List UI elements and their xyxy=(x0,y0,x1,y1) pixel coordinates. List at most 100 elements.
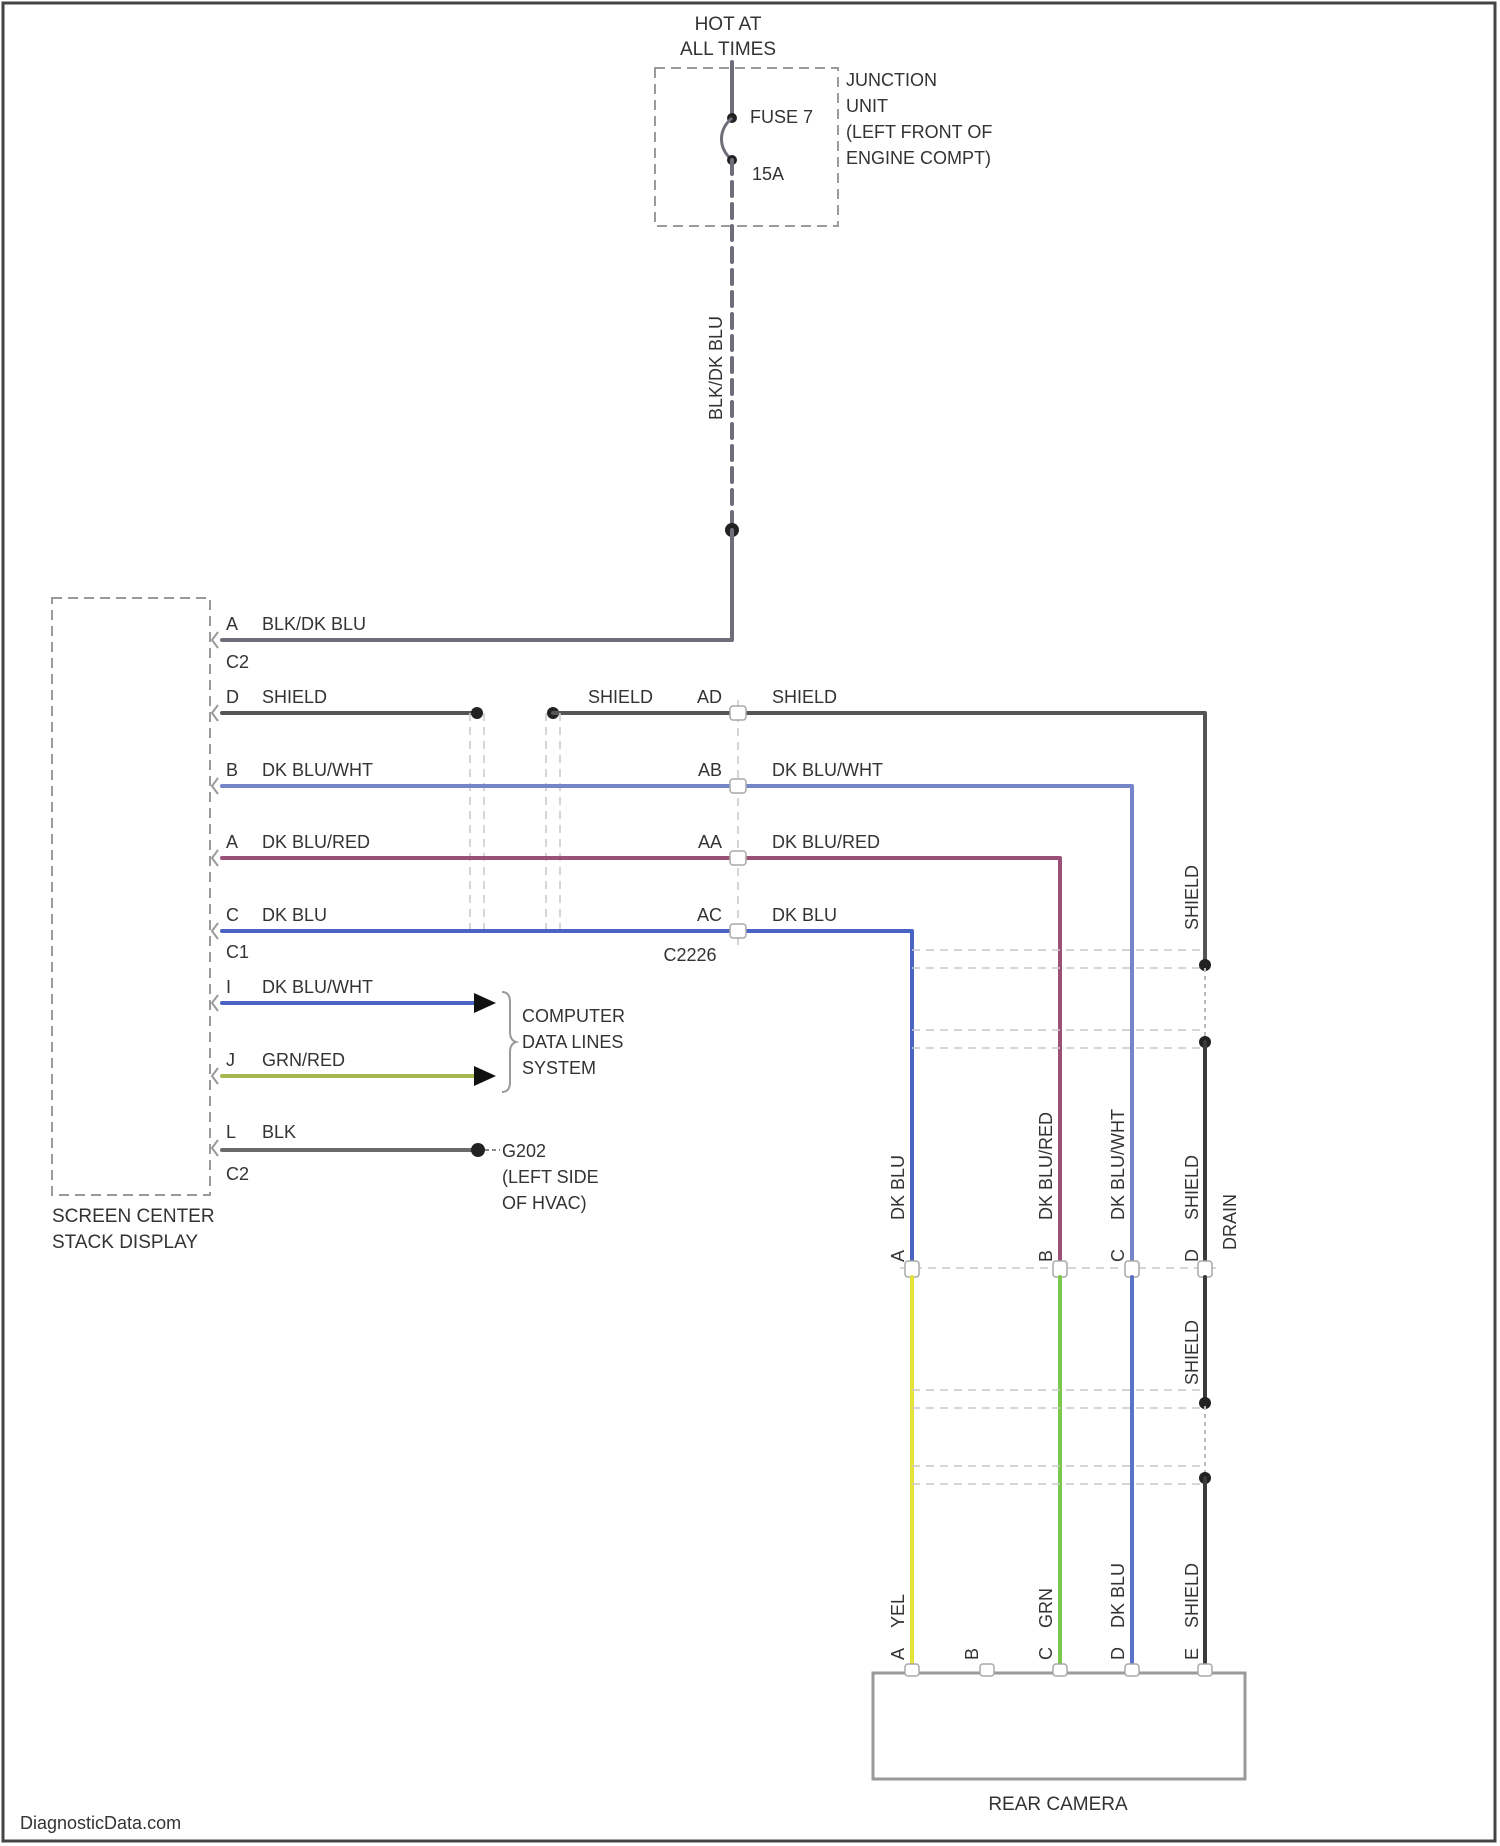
lower-inline-pin-c xyxy=(1125,1261,1139,1277)
lower-inline-pin-a xyxy=(905,1261,919,1277)
shield-left-label: SHIELD xyxy=(588,687,653,707)
fuse-label: FUSE 7 xyxy=(750,107,813,127)
camera-pin-c xyxy=(1053,1664,1067,1676)
inline-pin-a: A xyxy=(888,1250,908,1262)
display-pin-0: A xyxy=(226,614,238,634)
shield-upper-label: SHIELD xyxy=(1182,865,1202,930)
display-wire-6: GRN/RED xyxy=(262,1050,345,1070)
display-box xyxy=(52,598,210,1195)
camera-pin-b xyxy=(980,1664,994,1676)
ground-location-1: (LEFT SIDE xyxy=(502,1167,599,1187)
jacket-upper xyxy=(912,950,1200,1048)
arrow-data-1 xyxy=(474,993,496,1013)
shield-jacket-right xyxy=(546,713,560,935)
junction-unit-label-2: UNIT xyxy=(846,96,888,116)
camera-pin-e xyxy=(1198,1664,1212,1676)
shield-end-dot-left xyxy=(471,707,483,719)
c2226-pin-label-1: AB xyxy=(698,760,722,780)
connector-c1: C1 xyxy=(226,942,249,962)
camera-wire-label-d: DK BLU xyxy=(1108,1563,1128,1628)
fuse-symbol xyxy=(722,118,733,160)
jacket-lower xyxy=(912,1390,1200,1484)
display-wire-2: DK BLU/WHT xyxy=(262,760,373,780)
all-times-label: ALL TIMES xyxy=(680,39,776,60)
label-dk-blu-red-vert: DK BLU/RED xyxy=(1036,1112,1056,1220)
shield-mid-label: SHIELD xyxy=(1182,1320,1202,1385)
rear-camera-box xyxy=(873,1673,1245,1779)
rear-camera-label: REAR CAMERA xyxy=(988,1794,1128,1815)
lower-inline-pin-b xyxy=(1053,1261,1067,1277)
inline-pin-b: B xyxy=(1036,1250,1056,1262)
junction-unit-label-1: JUNCTION xyxy=(846,70,937,90)
c2226-wire-label-2: DK BLU/RED xyxy=(772,832,880,852)
junction-unit-box xyxy=(655,68,838,226)
data-lines-label-3: SYSTEM xyxy=(522,1058,596,1078)
camera-pin-label-e: E xyxy=(1182,1648,1202,1660)
right-cable-section: SHIELD DK BLU DK BLU/RED DK BLU/WHT SHIE… xyxy=(888,865,1240,1668)
fuse-rating: 15A xyxy=(752,164,784,184)
data-lines-label-2: DATA LINES xyxy=(522,1032,623,1052)
display-pin-3: A xyxy=(226,832,238,852)
ground-dot xyxy=(471,1143,485,1157)
inline-pin-d: D xyxy=(1182,1249,1202,1262)
c2226-pin-label-3: AC xyxy=(697,905,722,925)
c2226-pin-0 xyxy=(730,706,746,720)
display-name-1: SCREEN CENTER xyxy=(52,1206,215,1227)
camera-wire-label-c: GRN xyxy=(1036,1588,1056,1628)
display-wire-7: BLK xyxy=(262,1122,296,1142)
display-wire-0: BLK/DK BLU xyxy=(262,614,366,634)
display-pin-7: L xyxy=(226,1122,236,1142)
display-pin-6: J xyxy=(226,1050,235,1070)
shield-jacket-left xyxy=(470,713,484,935)
wire-dk-blu-red xyxy=(222,858,1060,1268)
ground-id: G202 xyxy=(502,1141,546,1161)
display-wire-4: DK BLU xyxy=(262,905,327,925)
power-source: HOT AT ALL TIMES FUSE 7 15A JUNCTION UNI… xyxy=(655,14,992,226)
ground-location-2: OF HVAC) xyxy=(502,1193,587,1213)
junction-unit-label-3: (LEFT FRONT OF xyxy=(846,122,992,142)
inline-connector-c2226: AD SHIELD AB DK BLU/WHT AA DK BLU/RED AC… xyxy=(663,687,883,965)
c2226-pin-2 xyxy=(730,851,746,865)
display-pin-4: C xyxy=(226,905,239,925)
c2226-pin-label-0: AD xyxy=(697,687,722,707)
display-wire-5: DK BLU/WHT xyxy=(262,977,373,997)
display-pin-5: I xyxy=(226,977,231,997)
display-wire-3: DK BLU/RED xyxy=(262,832,370,852)
label-dk-blu-vert: DK BLU xyxy=(888,1155,908,1220)
camera-pin-label-b: B xyxy=(962,1648,982,1660)
feed-wire-label: BLK/DK BLU xyxy=(706,316,726,420)
c2226-pin-3 xyxy=(730,924,746,938)
camera-pin-label-c: C xyxy=(1036,1647,1056,1660)
camera-pin-label-d: D xyxy=(1108,1647,1128,1660)
data-lines-and-ground: COMPUTER DATA LINES SYSTEM G202 (LEFT SI… xyxy=(222,992,625,1213)
c2226-wire-label-0: SHIELD xyxy=(772,687,837,707)
connector-c2-bottom: C2 xyxy=(226,1164,249,1184)
camera-wire-label-e: SHIELD xyxy=(1182,1563,1202,1628)
camera-pin-a xyxy=(905,1664,919,1676)
arrow-data-2 xyxy=(474,1066,496,1086)
camera-pin-d xyxy=(1125,1664,1139,1676)
display-pin-1: D xyxy=(226,687,239,707)
inline-pin-c: C xyxy=(1108,1249,1128,1262)
label-drain-vert: DRAIN xyxy=(1220,1194,1240,1250)
screen-center-stack-display: SCREEN CENTER STACK DISPLAY C2 C1 C2 A B… xyxy=(52,598,373,1253)
c2226-pin-1 xyxy=(730,779,746,793)
data-lines-label-1: COMPUTER xyxy=(522,1006,625,1026)
label-dk-blu-wht-vert: DK BLU/WHT xyxy=(1108,1109,1128,1220)
camera-pin-label-a: A xyxy=(888,1648,908,1660)
junction-unit-label-4: ENGINE COMPT) xyxy=(846,148,991,168)
display-name-2: STACK DISPLAY xyxy=(52,1232,198,1253)
display-wire-1: SHIELD xyxy=(262,687,327,707)
data-lines-brace xyxy=(502,992,516,1092)
watermark: DiagnosticData.com xyxy=(20,1813,181,1833)
c2226-wire-label-1: DK BLU/WHT xyxy=(772,760,883,780)
label-shield-vert: SHIELD xyxy=(1182,1155,1202,1220)
lower-inline-pin-d xyxy=(1198,1261,1212,1277)
c2226-id: C2226 xyxy=(663,945,716,965)
feed-wire: BLK/DK BLU xyxy=(222,160,739,640)
camera-wire-label-a: YEL xyxy=(888,1594,908,1628)
c2226-wire-label-3: DK BLU xyxy=(772,905,837,925)
display-pin-ticks xyxy=(212,632,218,1156)
c2226-pin-label-2: AA xyxy=(698,832,722,852)
